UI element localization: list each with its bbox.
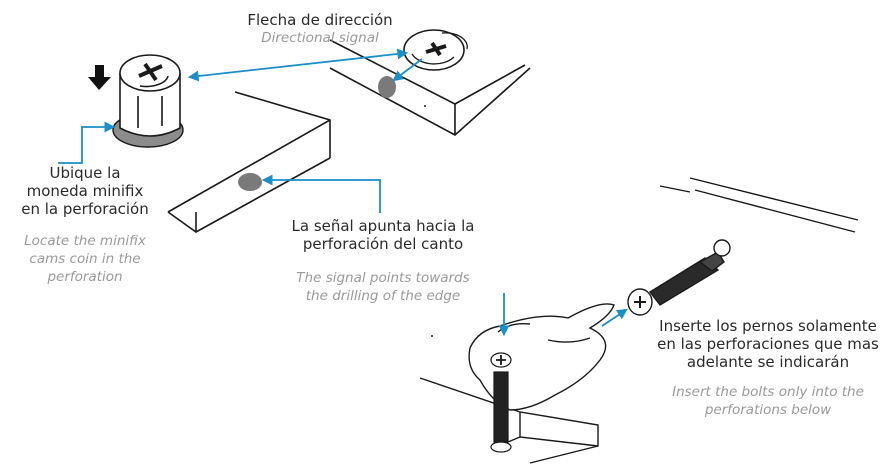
signal-points-label-en-2: the drilling of the edge xyxy=(305,288,461,304)
bolt xyxy=(627,239,731,316)
insert-bolts-label-es-2: en las perforaciones que mas xyxy=(657,335,879,353)
signal-points-label-es-2: perforación del canto xyxy=(302,235,464,253)
signal-points-label-en-1: The signal points towards xyxy=(296,270,470,286)
insert-bolts-label-es-1: Inserte los pernos solamente xyxy=(659,317,877,335)
directional-signal-label-en: Directional signal xyxy=(261,30,379,46)
locate-coin-label-en-3: perforation xyxy=(47,269,123,285)
right-board-lines xyxy=(659,177,859,233)
left-board-hole xyxy=(238,173,262,191)
screwdriver xyxy=(490,352,512,453)
insert-bolts-label-es-3: adelante se indicarán xyxy=(686,353,850,371)
signal-points-label-es-1: La señal apunta hacia la xyxy=(291,217,475,235)
locate-coin-label-es-2: moneda minifix xyxy=(26,182,144,200)
top-board-hole xyxy=(378,76,396,98)
stray-dot xyxy=(431,335,433,337)
cross-arrow-icon xyxy=(425,41,447,57)
callout-arrows xyxy=(58,48,628,337)
hand-bottom-board xyxy=(419,377,599,464)
left-cam-coin xyxy=(119,54,181,137)
directional-signal-label-es: Flecha de dirección xyxy=(247,11,393,29)
top-cam-coin xyxy=(403,29,468,71)
locate-coin-label-en-1: Locate the minifix xyxy=(24,233,146,249)
left-board xyxy=(167,91,331,233)
top-board-dot xyxy=(424,105,426,107)
locate-coin-label-es-3: en la perforación xyxy=(21,200,149,218)
cross-arrow-icon xyxy=(138,62,163,82)
insert-bolts-label-en-2: perforations below xyxy=(704,402,832,418)
down-arrow-icon xyxy=(88,65,111,90)
insert-bolts-label-en-1: Insert the bolts only into the xyxy=(672,384,864,400)
hand xyxy=(468,303,615,411)
locate-coin-label-es-1: Ubique la xyxy=(49,164,121,182)
locate-coin-label-en-2: cams coin in the xyxy=(29,251,141,267)
